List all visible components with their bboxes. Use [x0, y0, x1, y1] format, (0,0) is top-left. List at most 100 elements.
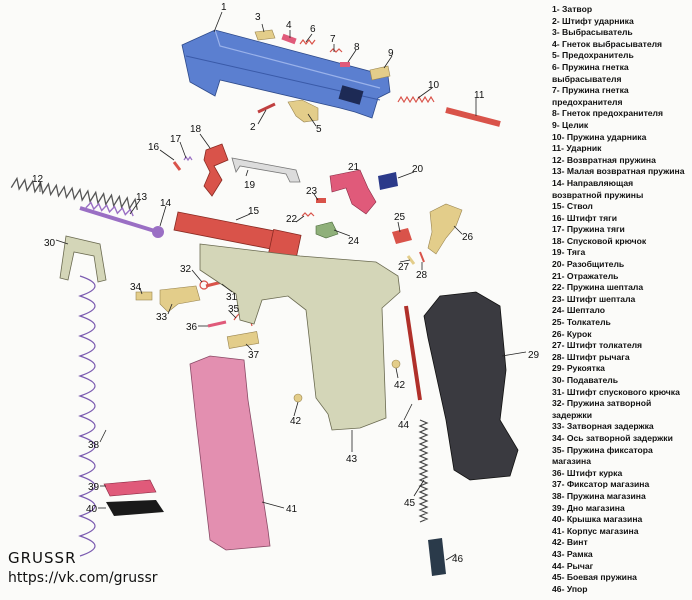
part-slide — [181, 29, 391, 119]
legend-text: Боевая пружина — [566, 572, 637, 583]
legend-entry: 18- Спусковой крючок — [552, 236, 692, 248]
part-grip — [423, 291, 519, 481]
legend-sep: - — [561, 421, 567, 432]
legend-entry: 16- Штифт тяги — [552, 213, 692, 225]
legend-entry: 43- Рамка — [552, 549, 692, 561]
legend-number: 8 — [552, 108, 557, 119]
part-magazine-catch — [226, 331, 260, 349]
legend-entry: 3- Выбрасыватель — [552, 27, 692, 39]
part-firing-pin — [445, 107, 501, 127]
part-firing-pin-pin — [257, 102, 276, 114]
legend-number: 43 — [552, 548, 562, 559]
part-magazine-spring — [78, 275, 96, 557]
legend-sep: - — [561, 548, 567, 559]
legend-entry: 35- Пружина фиксатора магазина — [552, 445, 692, 468]
legend-sep: - — [561, 398, 567, 409]
legend-sep: - — [561, 201, 567, 212]
legend-number: 27 — [552, 340, 562, 351]
legend-entry: 7- Пружина гнетка предохранителя — [552, 85, 692, 108]
legend-number: 37 — [552, 479, 562, 490]
legend-text: Штифт рычага — [566, 351, 630, 362]
part-drawbar-spring — [183, 155, 193, 162]
legend-number: 16 — [552, 212, 562, 223]
legend-sep: - — [561, 247, 567, 258]
part-mainspring-stop — [428, 538, 446, 576]
part-number-labels: 1 2 3 4 5 6 7 8 9 10 11 12 13 14 15 16 1… — [32, 2, 540, 565]
legend-sep: - — [561, 282, 567, 293]
part-guide-rod-head — [152, 226, 164, 238]
legend-sep: - — [556, 38, 563, 49]
legend-entry: 26- Курок — [552, 329, 692, 341]
legend-number: 40 — [552, 514, 562, 525]
part-rear-sight — [369, 65, 391, 81]
legend-text: Пружина гнетка выбрасывателя — [552, 61, 629, 84]
leader-lines — [39, 11, 527, 561]
legend-sep: - — [561, 479, 567, 490]
legend-number: 41 — [552, 525, 562, 536]
legend-entry: 9- Целик — [552, 120, 692, 132]
legend-sep: - — [561, 572, 567, 583]
legend-sep: - — [561, 259, 567, 270]
part-label: 22 — [286, 214, 298, 225]
part-label: 2 — [250, 122, 256, 133]
legend-sep: - — [561, 305, 567, 316]
legend-number: 11 — [552, 143, 562, 154]
legend-sep: - — [561, 525, 567, 536]
legend-number: 15 — [552, 201, 562, 212]
legend-number: 12 — [552, 154, 562, 165]
part-label: 21 — [348, 162, 360, 173]
legend-entry: 2- Штифт ударника — [552, 16, 692, 28]
part-label: 15 — [248, 206, 260, 217]
legend-sep: - — [561, 444, 567, 455]
part-slide-stop-axis — [135, 291, 153, 301]
part-small-recoil-spring — [85, 201, 134, 217]
part-label: 46 — [452, 554, 464, 565]
legend-sep: - — [561, 224, 567, 235]
legend-sep: - — [561, 235, 567, 246]
part-label: 18 — [190, 124, 202, 135]
legend-sep: - — [561, 386, 567, 397]
legend-number: 30 — [552, 375, 562, 385]
legend-entry: 11- Ударник — [552, 143, 692, 155]
legend-sep: - — [556, 119, 563, 130]
part-trigger — [203, 143, 229, 197]
legend-number: 7 — [552, 85, 557, 96]
part-label: 4 — [286, 20, 292, 31]
legend-entry: 20- Разобщитель — [552, 259, 692, 271]
legend-sep: - — [561, 351, 567, 362]
legend-text: Тяга — [566, 247, 586, 258]
legend-entry: 15- Ствол — [552, 201, 692, 213]
legend-entry: 14- Направляющая возвратной пружины — [552, 178, 692, 201]
part-extractor-spring — [299, 39, 316, 45]
legend-sep: - — [561, 177, 567, 188]
part-extractor-plunger — [281, 33, 297, 45]
legend-entry: 4- Гнеток выбрасывателя — [552, 39, 692, 51]
part-safety — [287, 99, 319, 123]
part-disconnector — [378, 172, 398, 190]
part-label: 7 — [330, 34, 336, 45]
legend-entry: 38- Пружина магазина — [552, 491, 692, 503]
legend-entry: 19- Тяга — [552, 247, 692, 259]
legend-sep: - — [561, 375, 567, 385]
part-label: 8 — [354, 42, 360, 53]
legend-text: Рамка — [566, 548, 593, 559]
part-label: 41 — [286, 504, 298, 515]
legend-sep: - — [556, 50, 563, 61]
part-magazine-base — [106, 500, 164, 516]
part-label: 35 — [228, 304, 240, 315]
legend-text: Пружина тяги — [566, 224, 625, 235]
part-hammer — [427, 203, 463, 255]
legend-sep: - — [561, 131, 567, 142]
legend-sep: - — [561, 537, 567, 548]
part-label: 20 — [412, 164, 424, 175]
legend-number: 42 — [552, 537, 562, 548]
part-label: 25 — [394, 212, 406, 223]
part-sear — [315, 221, 339, 239]
part-safety-plunger — [340, 62, 350, 67]
legend-number: 45 — [552, 572, 562, 583]
legend-number: 32 — [552, 398, 562, 409]
legend-text: Отражатель — [566, 270, 619, 281]
legend-entry: 44- Рычаг — [552, 561, 692, 573]
legend-number: 35 — [552, 444, 562, 455]
